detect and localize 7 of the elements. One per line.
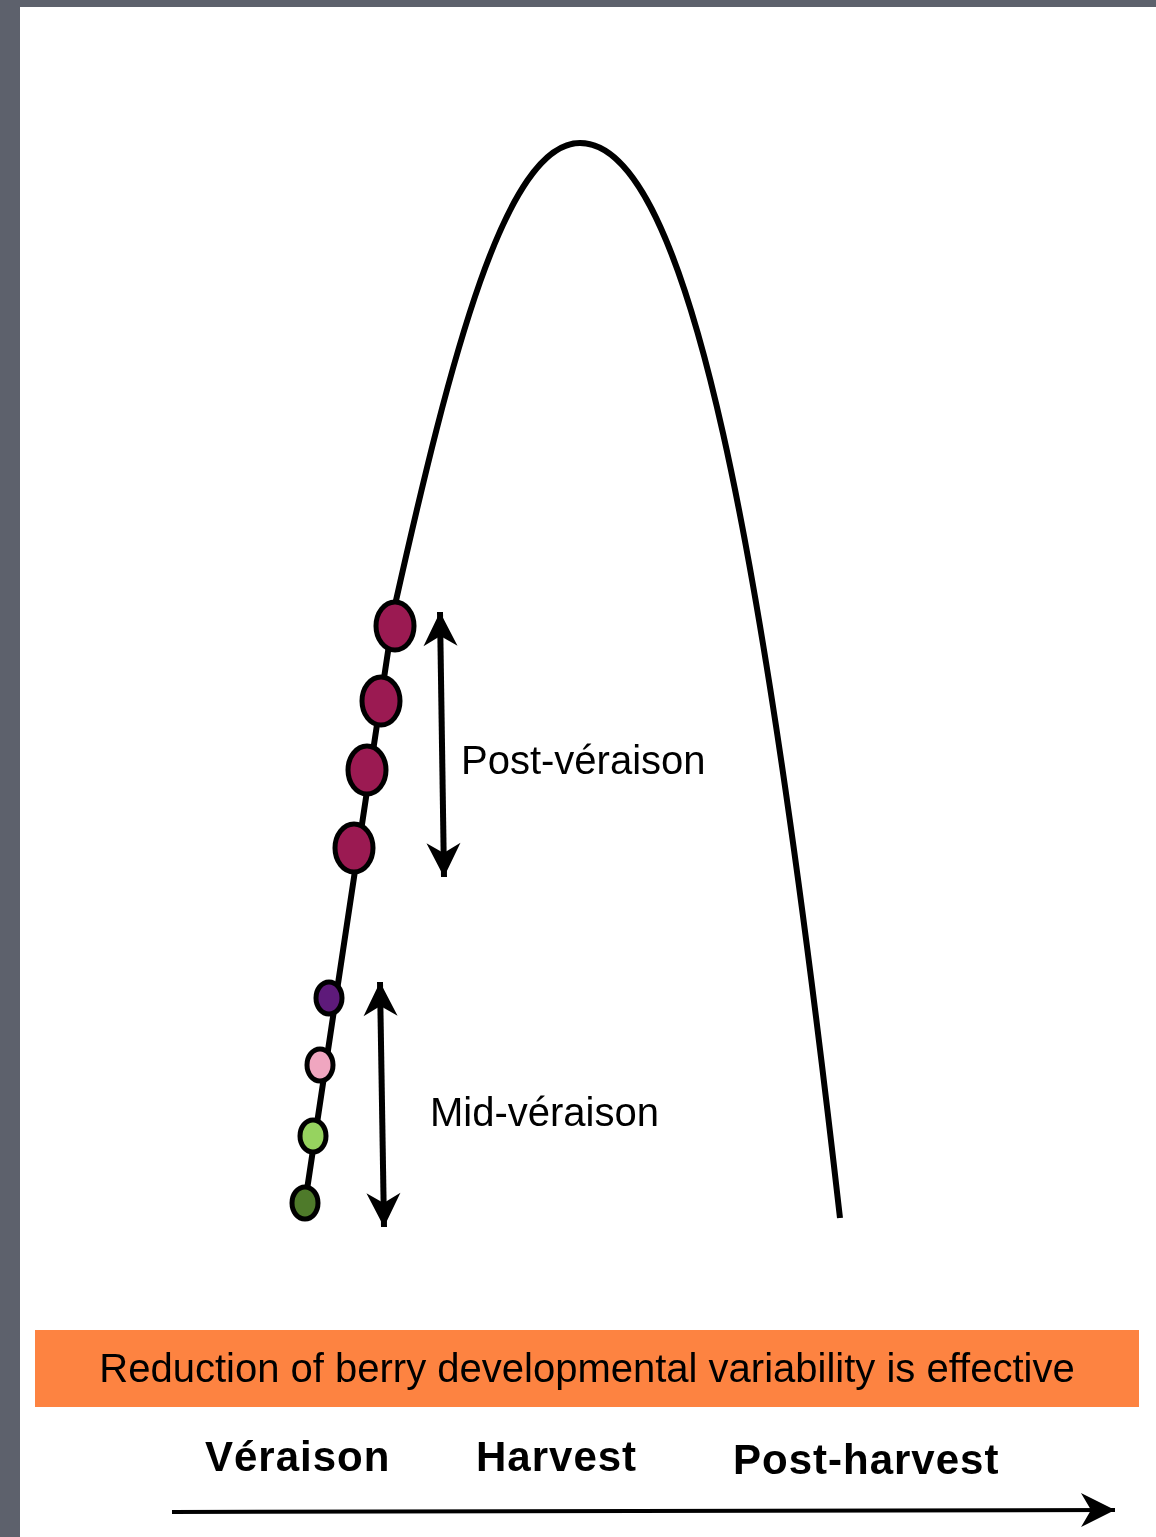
phase-label: Mid-véraison bbox=[430, 1090, 659, 1135]
banner-text: Reduction of berry developmental variability is effective bbox=[99, 1346, 1075, 1391]
stage-label: Harvest bbox=[476, 1433, 638, 1481]
phase-label: Post-véraison bbox=[461, 738, 706, 783]
stage-label: Véraison bbox=[205, 1433, 391, 1481]
stage-label: Post-harvest bbox=[733, 1436, 1000, 1484]
highlight-banner bbox=[35, 1330, 1139, 1407]
